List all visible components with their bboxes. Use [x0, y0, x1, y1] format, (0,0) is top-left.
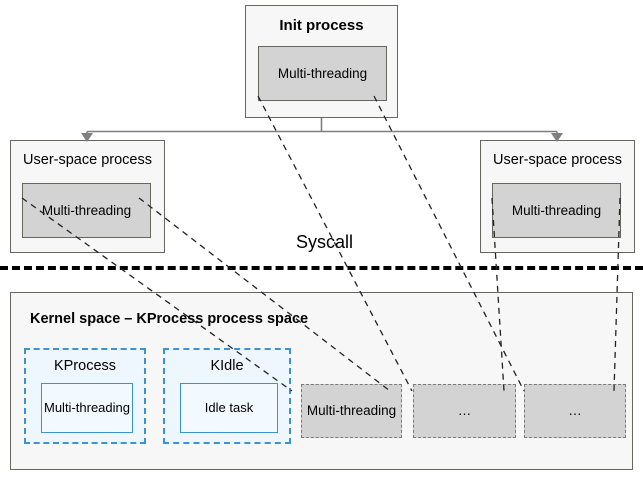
- kernel-group-kprocess-thread-block: Multi-​threading: [41, 383, 133, 433]
- init-process-title: Init process: [279, 17, 364, 34]
- syscall-label: Syscall: [296, 232, 354, 252]
- user-space-process-right-box: User-space process Multi-threading: [480, 140, 635, 253]
- kernel-space-box: Kernel space – KProcess process space KP…: [10, 292, 633, 470]
- kernel-group-kprocess-title: KProcess: [53, 358, 117, 374]
- kernel-group-kprocess: KProcess Multi-​threading: [24, 348, 146, 444]
- user-space-process-left-box: User-space process Multi-threading: [10, 140, 165, 253]
- syscall-divider: [0, 266, 643, 270]
- kernel-group-kidle-thread-block: Idle task: [180, 383, 278, 433]
- kernel-thread-block-1: Multi-threading: [301, 384, 402, 438]
- kernel-group-kidle: KIdle Idle task: [163, 348, 291, 444]
- init-process-box: Init process Multi-threading: [245, 5, 398, 118]
- user-space-process-left-thread-block: Multi-threading: [22, 183, 151, 238]
- kernel-thread-block-2: …: [413, 384, 516, 438]
- init-process-thread-block: Multi-threading: [258, 46, 387, 101]
- user-space-process-left-title: User-space process: [23, 152, 152, 168]
- kernel-group-kidle-title: KIdle: [210, 358, 244, 374]
- user-space-process-right-thread-block: Multi-threading: [492, 183, 621, 238]
- user-space-process-right-title: User-space process: [493, 152, 622, 168]
- kernel-thread-block-3: …: [524, 384, 626, 438]
- fork-arrow-group: [86, 118, 558, 134]
- kernel-space-title: Kernel space – KProcess process space: [30, 311, 309, 327]
